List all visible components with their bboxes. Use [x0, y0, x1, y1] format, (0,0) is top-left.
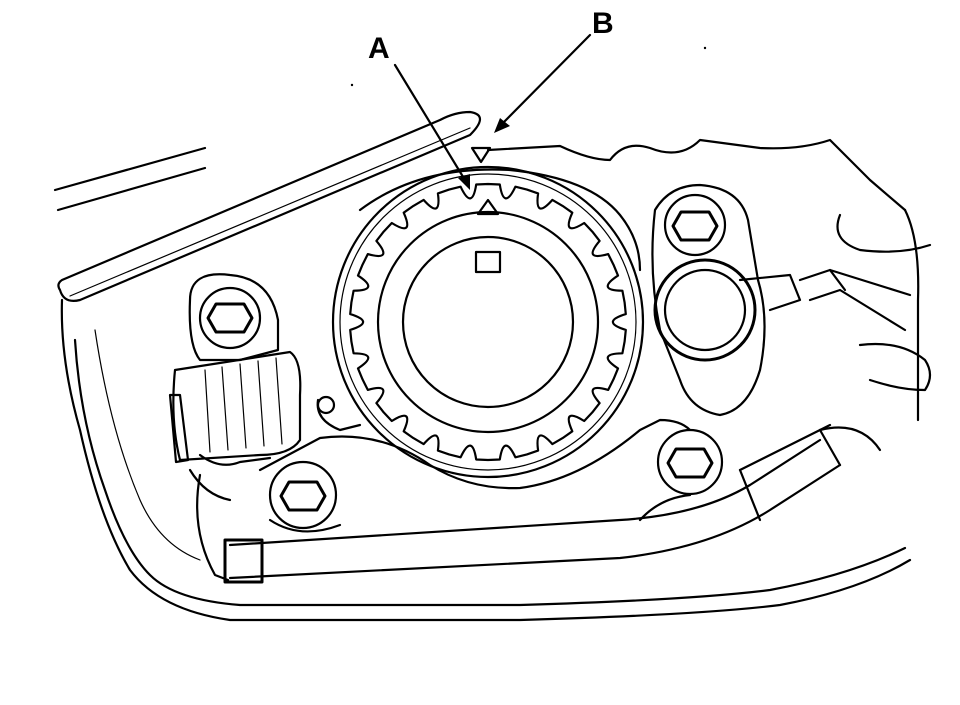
- lower-left-bolt-head: [279, 480, 327, 512]
- leader-b: [496, 33, 592, 130]
- wire-harness: [738, 268, 932, 472]
- lower-right-bolt-head: [666, 447, 714, 479]
- sensor-connector: [168, 350, 302, 502]
- speck: [350, 83, 354, 87]
- lower-bracket: [258, 418, 724, 533]
- leader-a-arrowhead: [458, 174, 470, 190]
- head-timing-mark: [470, 146, 492, 164]
- callout-label-a: A: [368, 32, 390, 65]
- pipe: [196, 428, 842, 584]
- speck: [703, 46, 707, 50]
- keyway-notch: [474, 250, 502, 274]
- callout-leaders: [393, 33, 592, 190]
- left-bolt-head: [206, 302, 254, 334]
- right-bracket: [651, 183, 802, 417]
- upper-right-bolt-head: [671, 210, 719, 242]
- locating-tab: [316, 395, 336, 415]
- leader-a: [393, 63, 470, 187]
- leader-b-arrowhead: [494, 118, 510, 133]
- camshaft-sprocket: [331, 165, 645, 479]
- callout-label-b: B: [592, 7, 614, 40]
- sprocket-timing-mark: [476, 198, 500, 216]
- left-bracket: [188, 273, 280, 362]
- cam-position-sensor: [653, 258, 757, 362]
- engine-casing: [53, 110, 932, 622]
- pipe-end-fitting: [223, 538, 264, 584]
